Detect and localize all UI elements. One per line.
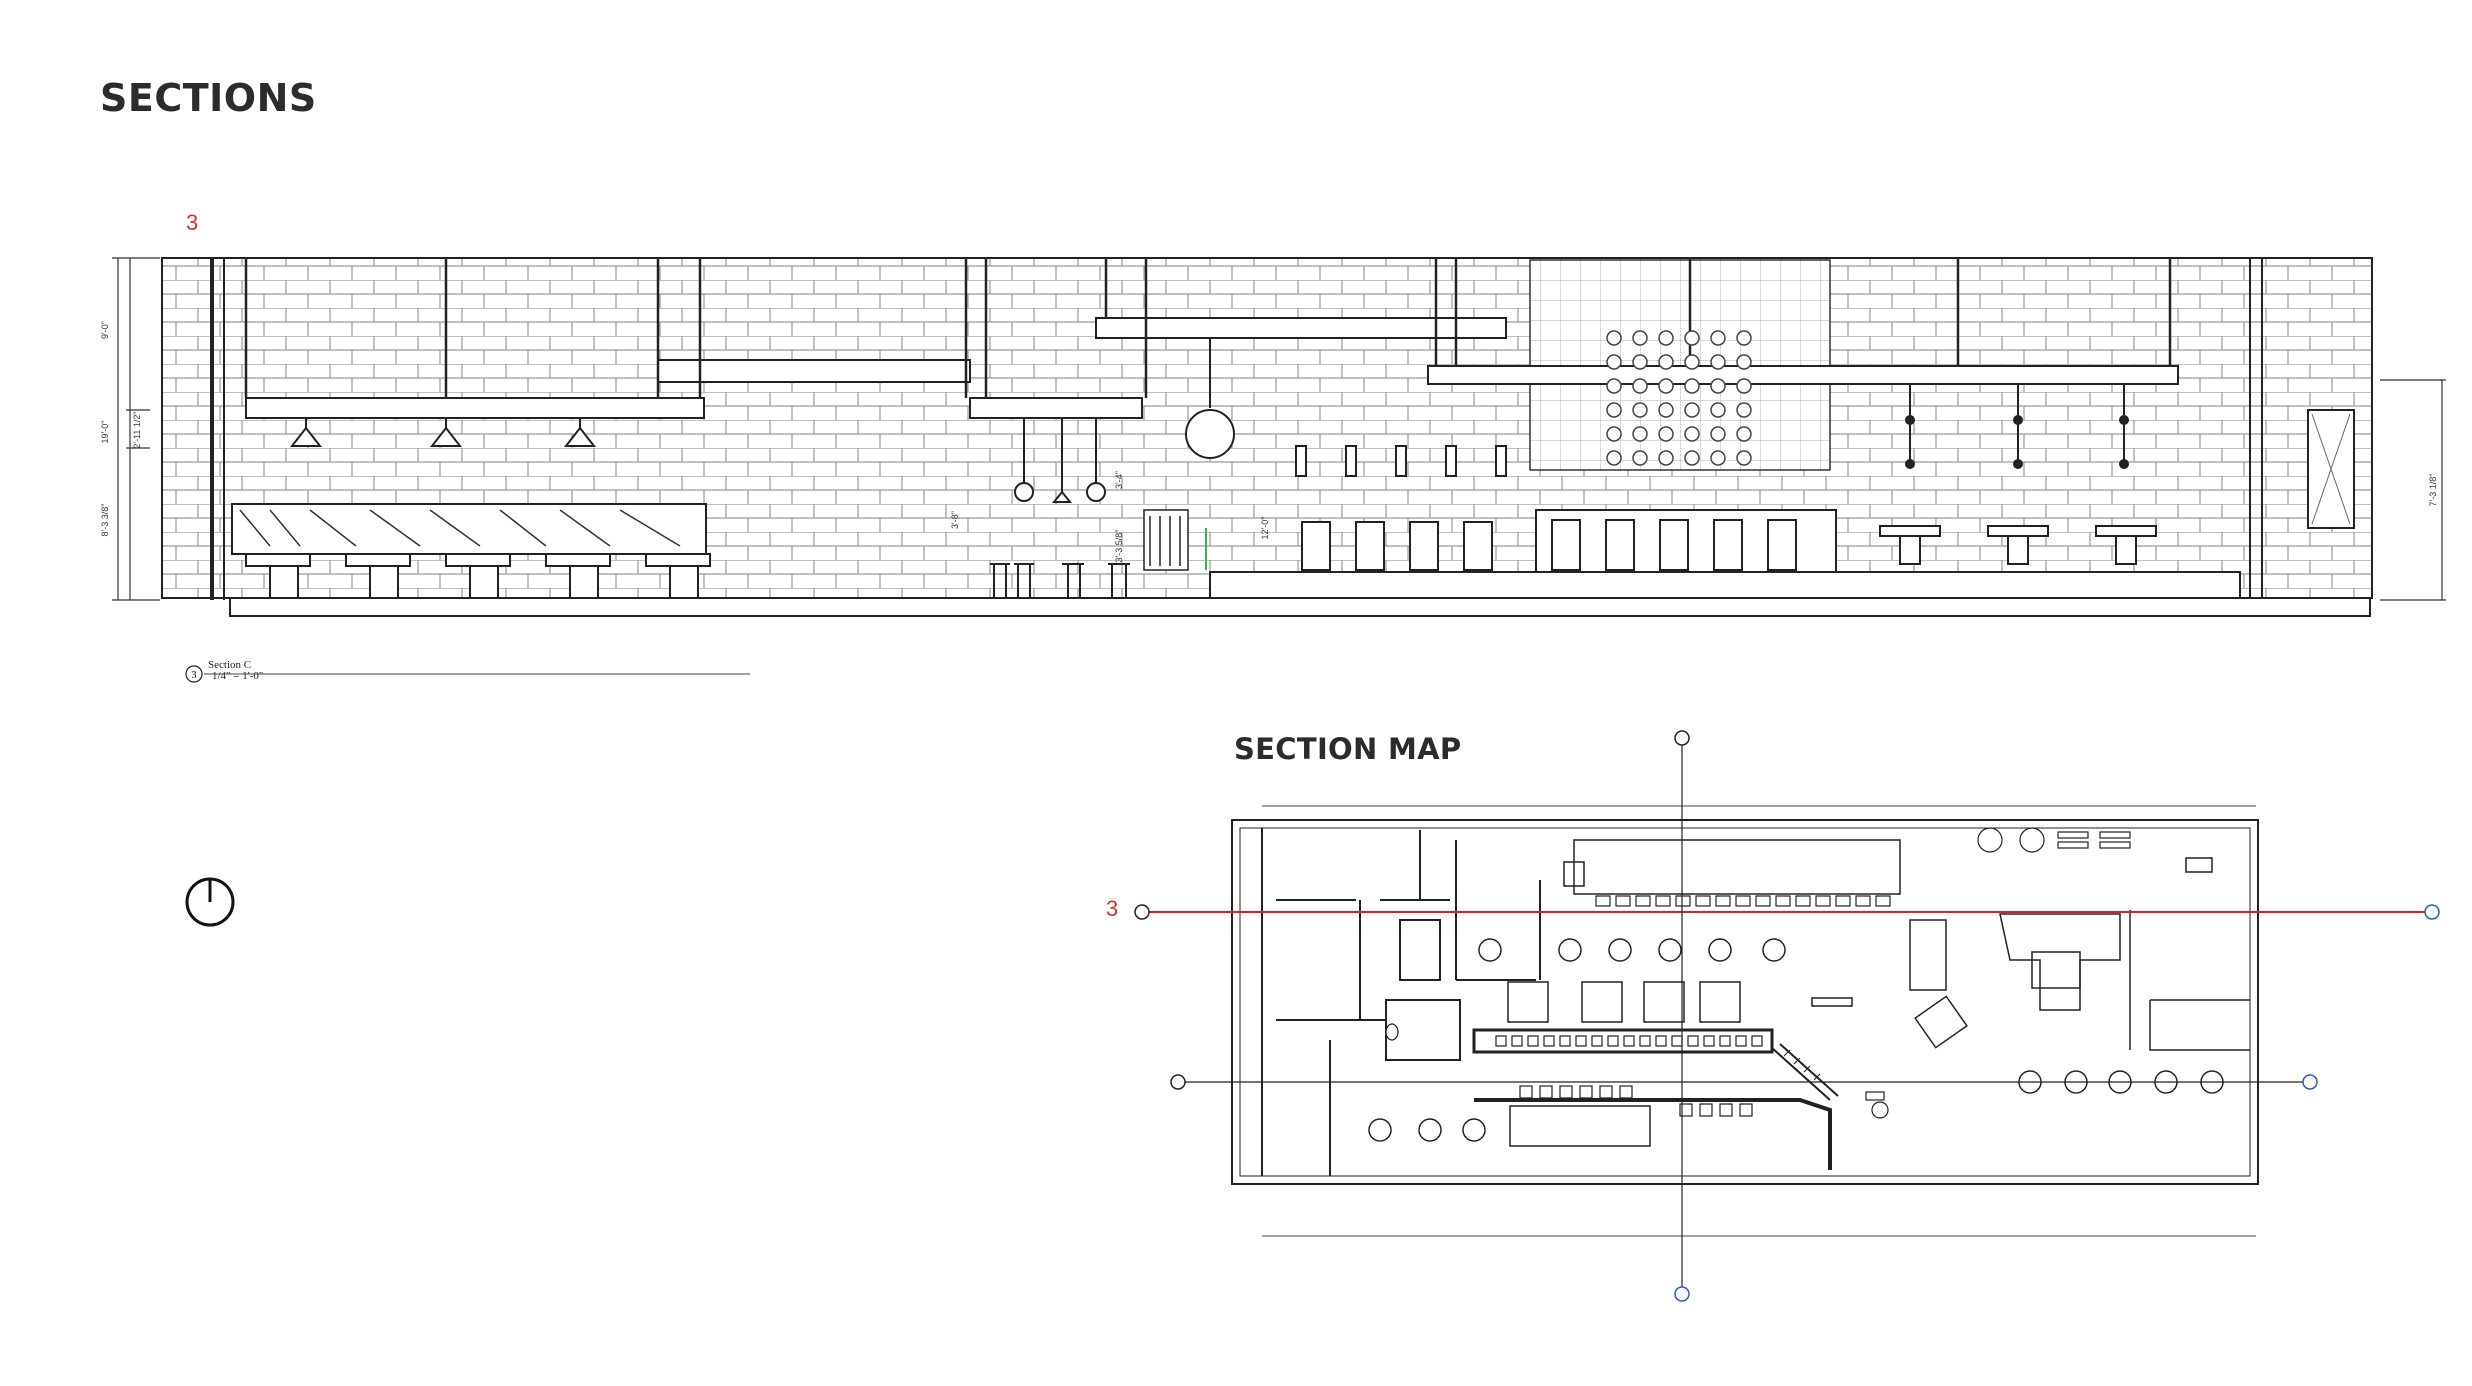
dimension-label: 3'-4" [1114, 471, 1124, 489]
dimension-label: 2'-11 1/2" [132, 411, 142, 448]
section-map-title: SECTION MAP [1234, 732, 1462, 766]
floor-plan [1231, 805, 2259, 1237]
section-caption-name: Section C [208, 659, 252, 671]
map-section-number-label: 3 [1106, 896, 1119, 921]
page-title: SECTIONS [100, 76, 317, 120]
dimension-label: 9'-0" [100, 321, 110, 339]
dimension-label: 3'-8" [950, 511, 960, 529]
caption-marker-number: 3 [192, 670, 197, 681]
dimension-label: 7'-3 1/8" [2428, 474, 2438, 507]
dimension-label: 8'-3 3/8" [100, 504, 110, 537]
dimension-label: 12'-0" [1260, 517, 1270, 540]
north-arrow-icon [185, 877, 235, 927]
caption-marker-icon [185, 665, 203, 683]
section-caption: Section C 1/4" = 1'-0" [208, 660, 263, 682]
dimension-label: 3'-3 5/8" [1114, 530, 1124, 563]
section-cut-lines [1134, 730, 2440, 1302]
section-caption-scale: 1/4" = 1'-0" [212, 670, 264, 682]
section-number-label: 3 [186, 210, 199, 235]
dimension-label: 19'-0" [100, 421, 110, 444]
section-elevation [112, 257, 2446, 617]
rosette-grid [1606, 330, 1752, 466]
